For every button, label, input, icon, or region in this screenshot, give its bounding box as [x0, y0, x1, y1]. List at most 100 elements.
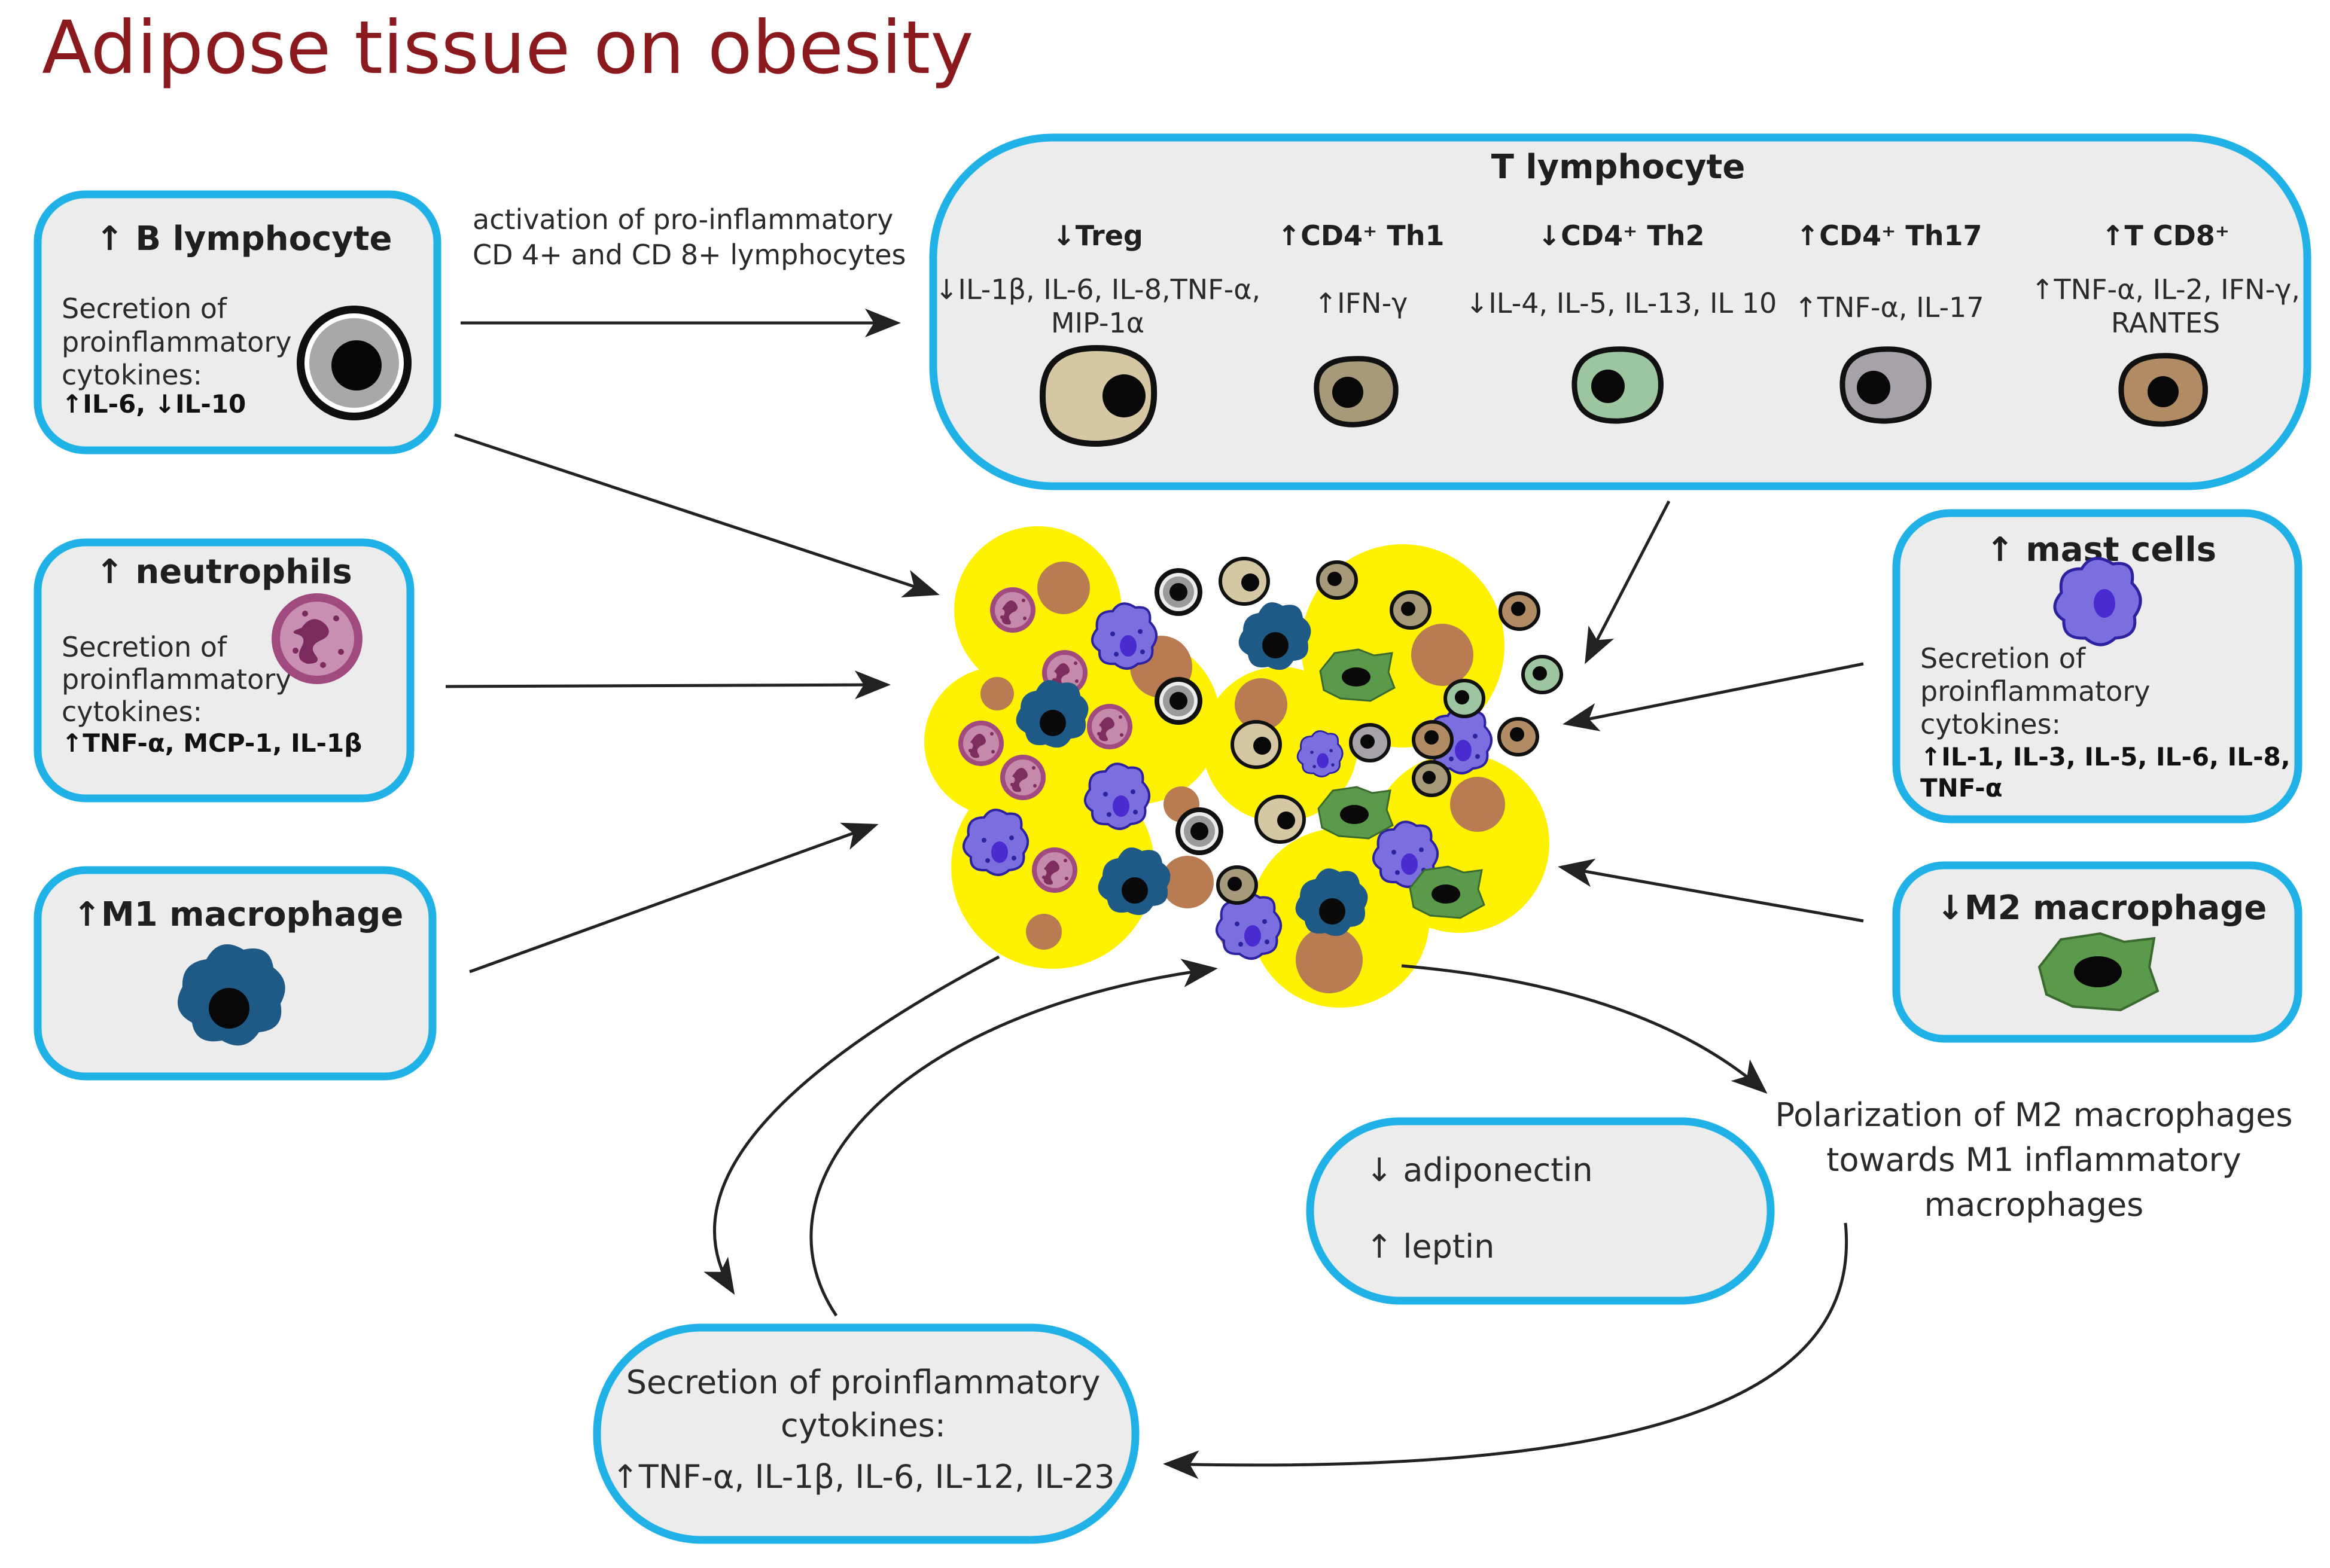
b-lymphocyte-line-2: proinflammatory — [62, 326, 291, 358]
t-lymphocyte-cell — [1443, 679, 1485, 718]
lipid-droplet — [1450, 777, 1505, 832]
mast-cell — [1091, 602, 1158, 670]
arrow-b-lymphocyte — [454, 433, 940, 597]
t-lymphocyte-header: T lymphocyte — [1491, 148, 1746, 187]
mast-cells-line-3: cytokines: — [1920, 708, 2061, 740]
adipokines-box: ↓ adiponectin ↑ leptin — [1306, 1117, 1775, 1305]
lipid-droplet — [1296, 926, 1363, 993]
treg-cytokines-1: ↓IL-1β, IL-6, IL-8,TNF-α, — [935, 273, 1260, 306]
mast-cell — [1215, 892, 1283, 960]
th1-cytokines: ↑IFN-γ — [1314, 287, 1408, 319]
b-lymphocyte-line-3: cytokines: — [62, 359, 202, 391]
secretion-line-2: cytokines: — [781, 1407, 946, 1444]
th1-label: ↑CD4⁺ Th1 — [1278, 219, 1445, 252]
t-lymphocyte-cell — [1216, 865, 1258, 905]
lipid-droplet — [1411, 624, 1473, 686]
neutrophil-cell — [958, 721, 1004, 766]
secretion-box: Secretion of proinflammatory cytokines: … — [593, 1323, 1140, 1544]
secretion-cytokines: ↑TNF-α, IL-1β, IL-6, IL-12, IL-23 — [612, 1458, 1115, 1496]
m2-macrophage-box: ↓M2 macrophage — [1892, 861, 2302, 1043]
th2-cytokines: ↓IL-4, IL-5, IL-13, IL 10 — [1466, 287, 1777, 319]
mast-cell-icon — [2053, 557, 2142, 646]
t-lymphocyte-cell — [1497, 717, 1539, 756]
arrow-neutrophils — [445, 670, 891, 700]
lipid-droplet — [1161, 856, 1214, 908]
m2-macrophage-cell-icon — [2037, 932, 2160, 1012]
t-lymphocyte-box: T lymphocyte ↓Treg ↓IL-1β, IL-6, IL-8,TN… — [929, 133, 2311, 490]
mast-cells-cytokines-2: TNF-α — [1920, 773, 2002, 803]
t-lymphocyte-cell — [1349, 723, 1391, 762]
t-lymphocyte-cell — [1254, 795, 1306, 844]
secretion-line-1: Secretion of proinflammatory — [626, 1363, 1101, 1401]
arrow-m1-macrophage — [469, 822, 879, 974]
lipid-droplet — [1026, 914, 1062, 950]
polarization-line-3: macrophages — [1924, 1186, 2144, 1224]
m2-macrophage-cell — [1409, 865, 1485, 919]
neutrophil-cell — [1032, 847, 1077, 893]
arrow-mast-cells — [1563, 662, 1864, 731]
mast-cells-frame — [1892, 509, 2302, 823]
polarization-line-1: Polarization of M2 macrophages — [1775, 1096, 2292, 1134]
b-lymphocyte-line-1: Secretion of — [62, 292, 228, 325]
neutrophil-cell — [1000, 755, 1046, 800]
th1-cell-icon — [1314, 356, 1399, 428]
adipose-tissue-cluster — [924, 526, 1563, 1008]
t-lymphocyte-frame — [929, 133, 2311, 490]
b-lymphocyte-header: ↑ B lymphocyte — [96, 219, 392, 258]
activation-line-2: CD 4+ and CD 8+ lymphocytes — [473, 239, 906, 271]
neutrophils-cytokines: ↑TNF-α, MCP-1, IL-1β — [62, 728, 362, 758]
lipid-droplet — [1037, 562, 1090, 614]
neutrophil-cell-icon — [272, 593, 363, 684]
neutrophils-header: ↑ neutrophils — [96, 553, 352, 591]
b-lymphocyte-box: ↑ B lymphocyte Secretion of proinflammat… — [33, 190, 441, 454]
adipokines-frame — [1306, 1117, 1775, 1305]
neutrophils-box: ↑ neutrophils Secretion of proinflammato… — [33, 538, 415, 803]
mast-cell — [1296, 730, 1344, 777]
arrow-to-polarization — [1401, 964, 1768, 1094]
m1-macrophage-cell — [1238, 602, 1311, 670]
mast-cells-box: ↑ mast cells Secretion of proinflammator… — [1892, 509, 2302, 823]
m2-macrophage-header: ↓M2 macrophage — [1936, 889, 2267, 928]
m2-macrophage-cell — [1319, 648, 1396, 702]
b-lymphocyte-cell-icon — [297, 306, 412, 420]
t-lymphocyte-cell — [1412, 760, 1451, 797]
adiponectin-label: ↓ adiponectin — [1366, 1151, 1593, 1189]
arrows — [445, 309, 1864, 1479]
m1-macrophage-cell-icon — [177, 944, 285, 1046]
arrow-t-lymphocyte — [1585, 500, 1671, 664]
t-lymphocyte-cell — [1231, 720, 1282, 769]
treg-cell-icon — [1039, 344, 1158, 447]
arrow-polarization-to-secretion — [1163, 1222, 1848, 1479]
arrow-secretion-to-cluster — [809, 959, 1218, 1317]
treg-cytokines-2: MIP-1α — [1051, 307, 1144, 339]
mast-cell — [1083, 762, 1151, 830]
th2-cell-icon — [1571, 346, 1664, 424]
neutrophils-line-3: cytokines: — [62, 695, 202, 728]
th17-cell-icon — [1839, 346, 1932, 424]
neutrophils-line-1: Secretion of — [62, 631, 228, 663]
m2-macrophage-cell — [1317, 786, 1394, 840]
secretion-frame — [593, 1323, 1140, 1544]
lipid-droplet — [980, 677, 1014, 710]
t-lymphocyte-cell — [1498, 591, 1540, 631]
neutrophil-cell — [990, 587, 1035, 633]
cd8-cytokines-2: RANTES — [2111, 307, 2220, 339]
leptin-label: ↑ leptin — [1366, 1228, 1494, 1265]
th2-label: ↓CD4⁺ Th2 — [1538, 219, 1705, 252]
m1-macrophage-header: ↑M1 macrophage — [73, 895, 403, 934]
t-lymphocyte-cell — [1390, 590, 1431, 630]
b-lymphocyte-cell — [1175, 807, 1223, 855]
neutrophil-cell — [1087, 704, 1132, 749]
arrow-m2-macrophage — [1558, 858, 1864, 923]
t-lymphocyte-cell — [1219, 557, 1270, 606]
t-lymphocyte-cell — [1316, 560, 1358, 600]
b-lymphocyte-cell — [1155, 568, 1202, 616]
mast-cells-line-2: proinflammatory — [1920, 675, 2150, 707]
cd8-cytokines-1: ↑TNF-α, IL-2, IFN-γ, — [2031, 273, 2300, 306]
cd8-label: ↑T CD8⁺ — [2101, 219, 2230, 252]
mast-cell — [962, 809, 1030, 876]
mast-cells-line-1: Secretion of — [1920, 642, 2087, 675]
t-lymphocyte-cell — [1412, 720, 1454, 759]
treg-label: ↓Treg — [1052, 219, 1143, 252]
arrow-cluster-to-secretion — [703, 955, 1000, 1295]
